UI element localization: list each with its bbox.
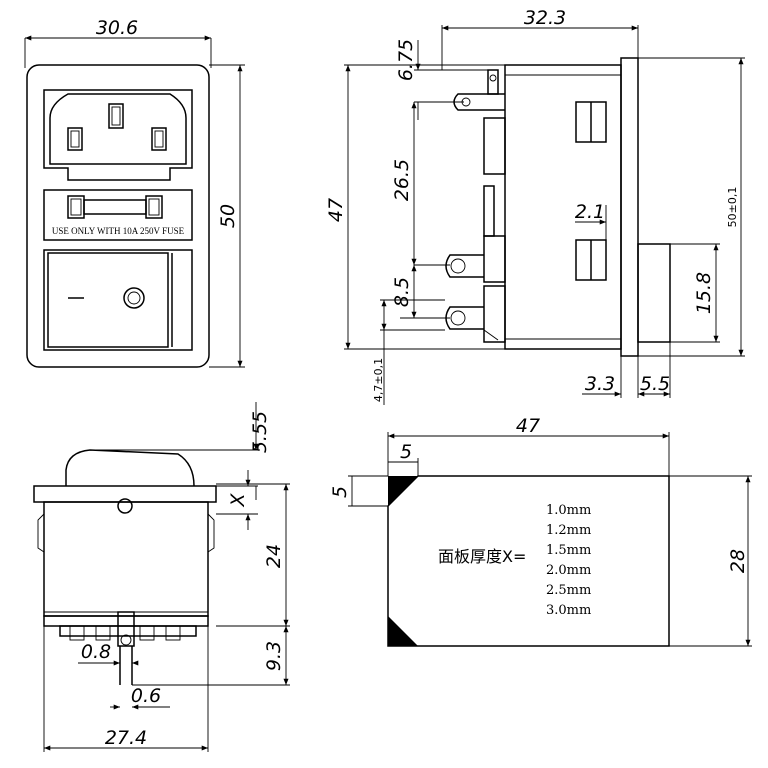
dim-265: 26.5 <box>391 159 413 201</box>
thickness-option: 1.2mm <box>546 523 591 538</box>
dim-47-side: 47 <box>325 198 347 222</box>
dim-55: 5.5 <box>640 373 670 395</box>
dim-front-width: 30.6 <box>96 17 138 39</box>
dim-chamfer-v: 5 <box>329 486 351 498</box>
cutout-outline <box>387 475 670 647</box>
dim-675: 6.75 <box>395 39 417 81</box>
dim-85: 8.5 <box>391 277 413 307</box>
fuse-label: USE ONLY WITH 10A 250V FUSE <box>52 226 185 236</box>
dim-274: 27.4 <box>105 727 147 749</box>
dim-cutout-height: 28 <box>727 549 749 573</box>
housing-outline <box>26 64 210 368</box>
dim-chamfer-h: 5 <box>400 441 412 463</box>
switch-view: 5.55 X 24 9.3 <box>33 402 290 752</box>
dim-cutout-width: 47 <box>516 415 540 437</box>
thickness-option: 2.5mm <box>546 583 591 598</box>
dim-47-tol: 4,7±0,1 <box>372 358 385 402</box>
dim-21: 2.1 <box>575 201 605 223</box>
panel-thickness-label: 面板厚度X= <box>438 547 526 566</box>
dim-06: 0.6 <box>131 685 161 707</box>
switch-latch-hole <box>117 498 133 514</box>
dim-08: 0.8 <box>81 641 111 663</box>
dim-x: X <box>227 493 249 508</box>
thickness-option: 2.0mm <box>546 563 591 578</box>
side-view: 32.3 6.75 47 26.5 8.5 4,7±0,1 <box>325 7 745 405</box>
thickness-option: 3.0mm <box>546 603 591 618</box>
fuse-body <box>83 199 147 215</box>
switch-pin-housing <box>117 611 135 647</box>
dim-93: 9.3 <box>263 641 285 671</box>
terminal-lug-2 <box>445 254 484 278</box>
switch-body <box>43 501 209 617</box>
inlet-pin-left <box>67 127 83 151</box>
fuse-holder <box>43 189 193 241</box>
inlet-pin-earth <box>108 103 124 129</box>
switch-base <box>43 615 209 627</box>
dim-front-height: 50 <box>217 204 239 228</box>
rocker-profile <box>65 449 195 487</box>
switch-protrusion <box>637 243 671 343</box>
thickness-option: 1.0mm <box>546 503 591 518</box>
dim-555: 5.55 <box>249 411 271 453</box>
rocker-switch-face <box>47 252 169 348</box>
iec-inlet-inner <box>49 93 187 165</box>
dim-24: 24 <box>263 544 285 568</box>
front-view: 30.6 50 USE ONLY WITH 10A 250V FUSE <box>24 17 245 368</box>
side-flange <box>620 57 639 357</box>
fuse-cap-right <box>145 195 163 219</box>
dim-side-width: 32.3 <box>524 7 566 29</box>
chamfer-top-left <box>388 476 418 506</box>
terminal-lug-1 <box>453 93 505 111</box>
terminal-lug-3 <box>445 306 484 330</box>
thickness-option: 1.5mm <box>546 543 591 558</box>
inlet-pin-right <box>151 127 167 151</box>
rocker-switch-frame <box>43 249 193 351</box>
chamfer-bottom-left <box>388 616 418 646</box>
panel-cutout-view: 47 5 5 28 面板厚度X= 1.0mm 1.2mm 1.5mm 2.0mm… <box>329 415 752 647</box>
iec-inlet <box>43 89 193 181</box>
dim-33: 3.3 <box>585 373 615 395</box>
switch-off-mark <box>123 287 145 309</box>
dim-50-tol: 50±0,1 <box>726 187 739 228</box>
terminal-top <box>487 69 499 95</box>
side-back-block-top <box>483 117 506 175</box>
dim-158: 15.8 <box>693 272 715 314</box>
